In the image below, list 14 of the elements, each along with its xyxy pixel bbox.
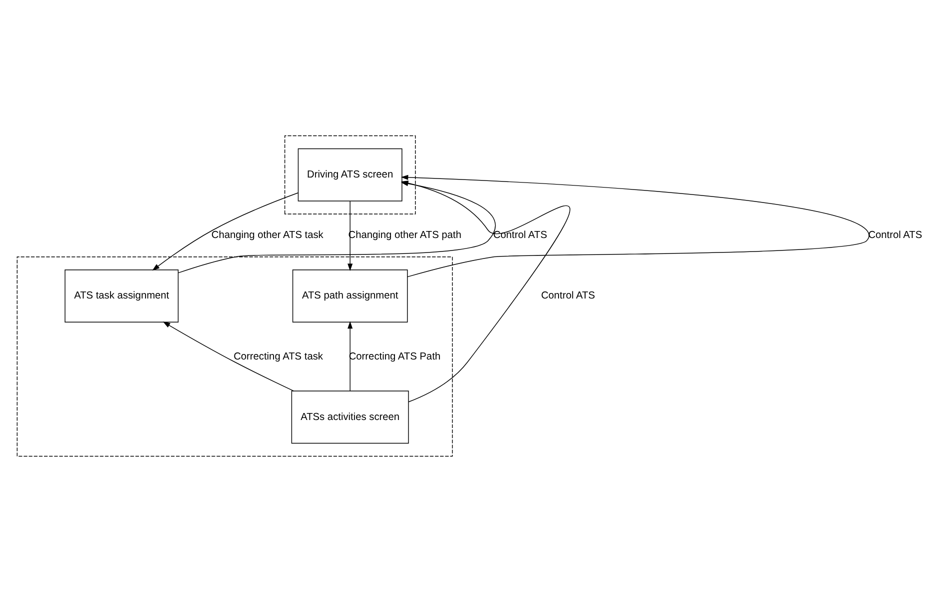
- arrow: [152, 192, 298, 271]
- node-box: ATSs activities screen: [291, 390, 409, 444]
- cluster: [16, 256, 453, 457]
- arrow: [162, 322, 294, 392]
- node-box: ATS path assignment: [292, 270, 408, 322]
- edge-label: Correcting ATS task: [234, 351, 323, 362]
- arrow: [348, 200, 353, 271]
- arrow: [348, 321, 353, 392]
- edge-label: Changing other ATS task: [211, 230, 324, 242]
- edge-label: Control ATS: [541, 290, 596, 302]
- node-box: Driving ATS screen: [298, 148, 402, 202]
- edge-label: Control ATS: [493, 230, 548, 242]
- cluster: [284, 135, 416, 214]
- node-box: ATS task assignment: [64, 270, 179, 322]
